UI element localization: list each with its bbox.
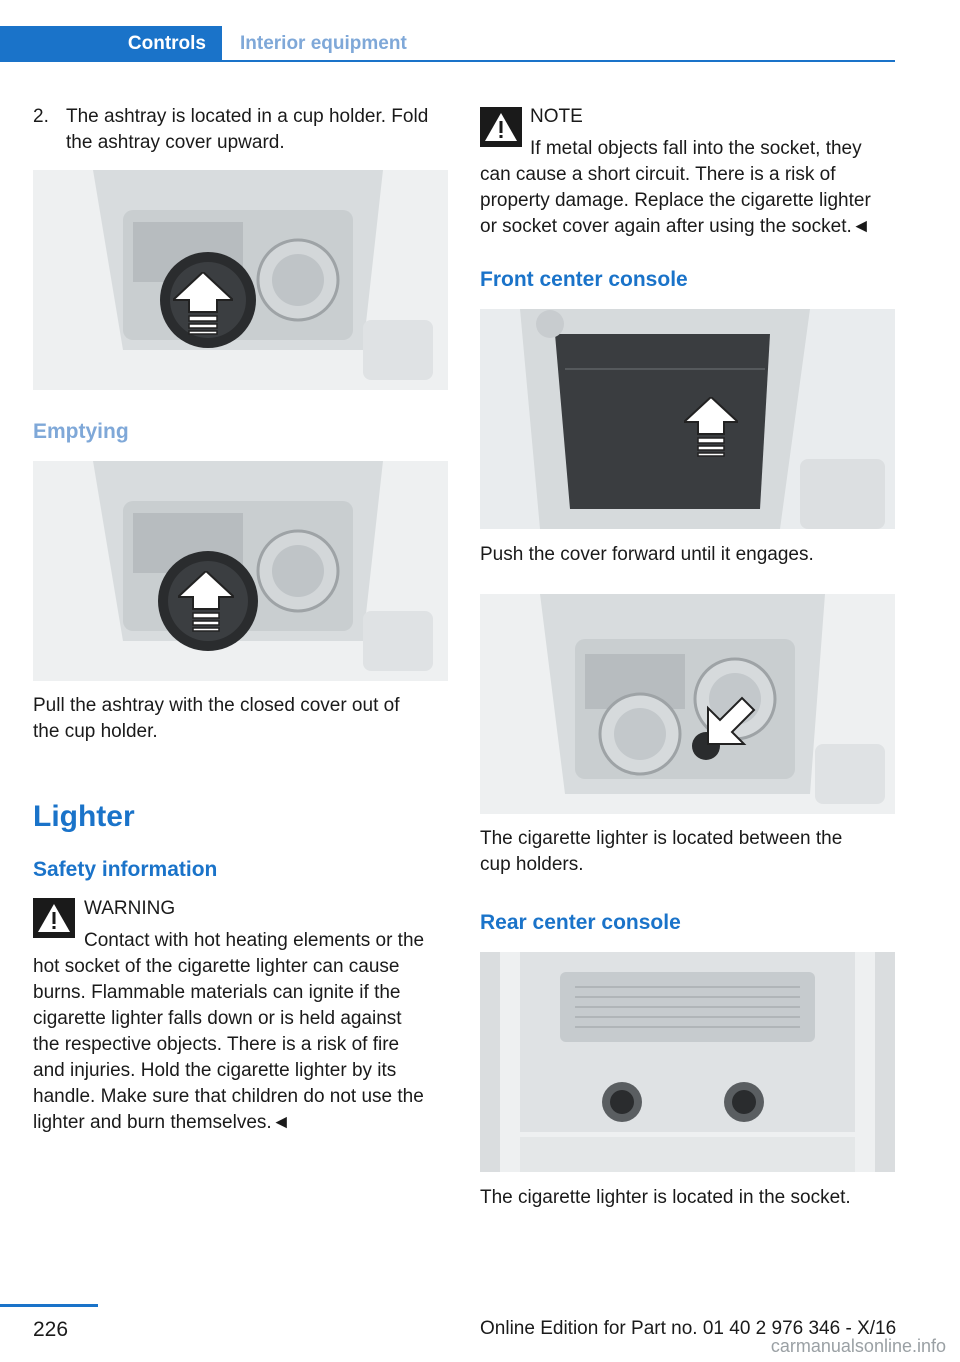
push-cover-text: Push the cover forward until it engages. xyxy=(480,544,814,565)
note-label: NOTE xyxy=(530,106,583,127)
socket-text: The cigarette lighter is located in the … xyxy=(480,1187,851,1208)
rear-console-image xyxy=(480,952,895,1172)
arrow-up-icon xyxy=(173,272,233,335)
edition-text: Online Edition for Part no. 01 40 2 976 … xyxy=(480,1318,897,1339)
warning-line-3: burns. Flammable materials can ignite if… xyxy=(33,982,401,1003)
footer-rule xyxy=(0,1304,98,1307)
step-text-line1: The ashtray is located in a cup holder. … xyxy=(66,106,429,127)
arrow-up-icon xyxy=(178,571,234,632)
warning-line-5: the respective objects. There is a risk … xyxy=(33,1034,400,1055)
note-line-3: property damage. Replace the cigarette l… xyxy=(480,190,871,211)
front-console-image xyxy=(480,309,895,529)
lighter-cup-holder-image xyxy=(480,594,895,814)
ashtray-image-fold xyxy=(33,170,448,390)
pull-text-line2: the cup holder. xyxy=(33,721,158,742)
header-rule xyxy=(0,60,895,62)
arrow-up-icon xyxy=(684,397,738,457)
step-text-line2: the ashtray cover upward. xyxy=(66,132,285,153)
warning-line-7: handle. Make sure that children do not u… xyxy=(33,1086,424,1107)
rear-center-console-heading: Rear center console xyxy=(480,911,681,934)
step-number: 2. xyxy=(33,106,49,127)
emptying-heading: Emptying xyxy=(33,420,129,443)
warning-line-4: cigarette lighter falls down or is held … xyxy=(33,1008,402,1029)
front-center-console-heading: Front center console xyxy=(480,268,688,291)
note-line-1: If metal objects fall into the socket, t… xyxy=(530,138,862,159)
warning-line-1: Contact with hot heating elements or the xyxy=(84,930,425,951)
page-number: 226 xyxy=(33,1318,69,1341)
arrow-down-left-icon xyxy=(707,696,756,745)
header-tab-controls[interactable]: Controls xyxy=(0,26,222,62)
warning-line-6: and injuries. Hold the cigarette lighter… xyxy=(33,1060,397,1081)
header-tab-interior-equipment[interactable]: Interior equipment xyxy=(240,33,407,54)
note-line-2: can cause a short circuit. There is a ri… xyxy=(480,164,836,185)
warning-line-8: lighter and burn themselves.◄ xyxy=(33,1112,291,1133)
lighter-heading: Lighter xyxy=(33,800,135,833)
note-line-4: or socket cover again after using the so… xyxy=(480,216,871,237)
warning-label: WARNING xyxy=(84,898,176,919)
ashtray-image-emptying xyxy=(33,461,448,681)
safety-information-heading: Safety information xyxy=(33,858,218,881)
note-triangle-icon xyxy=(480,107,522,147)
warning-triangle-icon xyxy=(33,898,75,938)
warning-line-2: hot socket of the cigarette lighter can … xyxy=(33,956,400,977)
pull-text-line1: Pull the ashtray with the closed cover o… xyxy=(33,695,400,716)
watermark: carmanualsonline.info xyxy=(770,1336,946,1356)
located-text-line2: cup holders. xyxy=(480,854,584,875)
located-text-line1: The cigarette lighter is located between… xyxy=(480,828,843,849)
